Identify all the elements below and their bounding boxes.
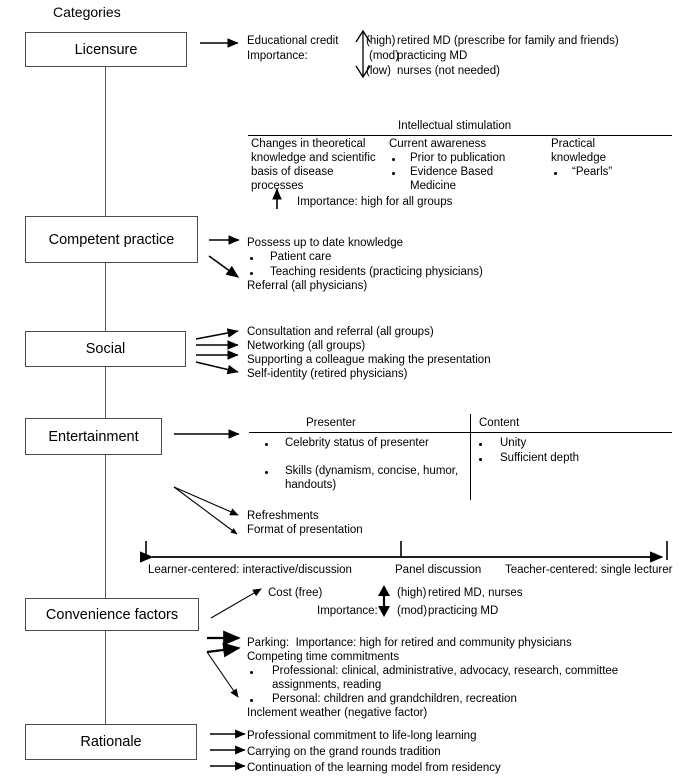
- category-label: Rationale: [80, 734, 142, 750]
- licensure-level-high: (high): [366, 35, 396, 47]
- convenience-competing: Competing time commitments: [247, 651, 400, 663]
- bullet-icon: [265, 471, 268, 474]
- arrow-social-4: [195, 361, 239, 375]
- convenience-importance-label: Importance:: [317, 605, 378, 617]
- social-item-0: Consultation and referral (all groups): [247, 326, 434, 338]
- arrow-entertainment-format: [173, 486, 239, 516]
- category-box-rationale[interactable]: Rationale: [25, 724, 197, 760]
- presentation-format-spectrum: [139, 541, 668, 563]
- intellectual-col2-heading: Current awareness: [389, 138, 487, 150]
- arrow-social-1: [195, 328, 239, 340]
- spectrum-label-left: Learner-centered: interactive/discussion: [148, 564, 352, 576]
- licensure-level-low: (low): [366, 65, 391, 77]
- licensure-line-educational-credit: Educational credit: [247, 35, 339, 47]
- category-box-entertainment[interactable]: Entertainment: [25, 418, 162, 455]
- convenience-level-mod: (mod): [397, 605, 428, 617]
- arrow-convenience-cost: [210, 588, 262, 619]
- spine-segment-1: [105, 66, 106, 216]
- category-label: Entertainment: [48, 428, 139, 445]
- convenience-level-high: (high): [397, 587, 427, 599]
- spectrum-label-right: Teacher-centered: single lecturer: [505, 564, 673, 576]
- category-label: Competent practice: [48, 231, 175, 248]
- spine-segment-4: [105, 454, 106, 598]
- entertainment-extra-format: Format of presentation: [247, 524, 363, 536]
- arrow-entertainment-refreshments: [173, 486, 238, 535]
- convenience-level-mod-text: practicing MD: [428, 605, 499, 617]
- intellectual-stimulation-rule: [248, 135, 672, 136]
- category-box-competent-practice[interactable]: Competent practice: [25, 216, 198, 263]
- rationale-item-2: Continuation of the learning model from …: [247, 762, 501, 774]
- licensure-level-high-text: retired MD (prescribe for family and fri…: [397, 35, 619, 47]
- competent-practice-trailer: Referral (all physicians): [247, 280, 368, 292]
- importance-scale-arrow-convenience: [378, 585, 390, 617]
- intellectual-col1-heading: Changes in theoretical knowledge and sci…: [251, 138, 376, 192]
- licensure-line-importance: Importance:: [247, 50, 308, 62]
- spine-segment-5: [105, 630, 106, 724]
- arrow-convenience-personal: [206, 651, 239, 698]
- social-item-2: Supporting a colleague making the presen…: [247, 354, 491, 366]
- arrow-convenience-competing: [206, 642, 241, 658]
- entertainment-col2-heading: Content: [479, 417, 520, 429]
- intellectual-stimulation-heading: Intellectual stimulation: [398, 120, 512, 132]
- entertainment-col2-item-0: Unity: [500, 437, 527, 449]
- convenience-cost: Cost (free): [268, 587, 323, 599]
- convenience-item-1: Personal: children and grandchildren, re…: [272, 693, 517, 705]
- competent-practice-item-0: Patient care: [270, 251, 332, 263]
- rationale-item-1: Carrying on the grand rounds tradition: [247, 746, 441, 758]
- entertainment-col2-item-1: Sufficient depth: [500, 452, 580, 464]
- intellectual-col2-item-0: Prior to publication: [410, 152, 506, 164]
- social-item-1: Networking (all groups): [247, 340, 366, 352]
- intellectual-col3-heading: Practical knowledge: [551, 138, 606, 164]
- bullet-icon: [250, 699, 253, 702]
- bullet-icon: [250, 671, 253, 674]
- competent-practice-lead: Possess up to date knowledge: [247, 237, 403, 249]
- category-box-convenience-factors[interactable]: Convenience factors: [25, 598, 199, 631]
- category-box-social[interactable]: Social: [25, 331, 186, 367]
- licensure-level-low-text: nurses (not needed): [397, 65, 500, 77]
- bullet-icon: [479, 443, 482, 446]
- bullet-icon: [479, 458, 482, 461]
- bullet-icon: [392, 158, 395, 161]
- category-label: Licensure: [74, 41, 138, 58]
- bullet-icon: [554, 172, 557, 175]
- spine-segment-3: [105, 366, 106, 418]
- bullet-icon: [250, 257, 253, 260]
- entertainment-extra-refreshments: Refreshments: [247, 510, 319, 522]
- spectrum-label-middle: Panel discussion: [395, 564, 482, 576]
- spine-segment-2: [105, 262, 106, 331]
- entertainment-col1-item-0: Celebrity status of presenter: [285, 437, 429, 449]
- convenience-trailer: Inclement weather (negative factor): [247, 707, 428, 719]
- entertainment-table-rule: [249, 432, 672, 433]
- convenience-level-high-text: retired MD, nurses: [428, 587, 523, 599]
- entertainment-table-divider: [470, 414, 471, 500]
- category-box-licensure[interactable]: Licensure: [25, 32, 187, 67]
- category-label: Social: [85, 341, 126, 357]
- competent-practice-item-1: Teaching residents (practicing physician…: [270, 266, 483, 278]
- rationale-item-0: Professional commitment to life-long lea…: [247, 730, 477, 742]
- bullet-icon: [392, 172, 395, 175]
- convenience-item-0: Professional: clinical, administrative, …: [272, 665, 619, 691]
- convenience-parking: Parking: Importance: high for retired an…: [247, 637, 572, 649]
- category-label: Convenience factors: [45, 606, 179, 623]
- bullet-icon: [265, 443, 268, 446]
- intellectual-col2-item-1: Evidence Based Medicine: [410, 166, 494, 192]
- page-title: Categories: [53, 4, 121, 20]
- entertainment-col1-heading: Presenter: [306, 417, 356, 429]
- entertainment-col1-item-1: Skills (dynamism, concise, humor, handou…: [285, 465, 459, 491]
- licensure-level-mod-text: practicing MD: [397, 50, 468, 62]
- intellectual-stimulation-footnote: Importance: high for all groups: [297, 196, 453, 208]
- intellectual-col3-item-0: “Pearls”: [572, 166, 613, 178]
- licensure-level-mod: (mod): [369, 50, 400, 62]
- social-item-3: Self-identity (retired physicians): [247, 368, 408, 380]
- arrow-competent-practice-2: [208, 255, 240, 278]
- bullet-icon: [250, 272, 253, 275]
